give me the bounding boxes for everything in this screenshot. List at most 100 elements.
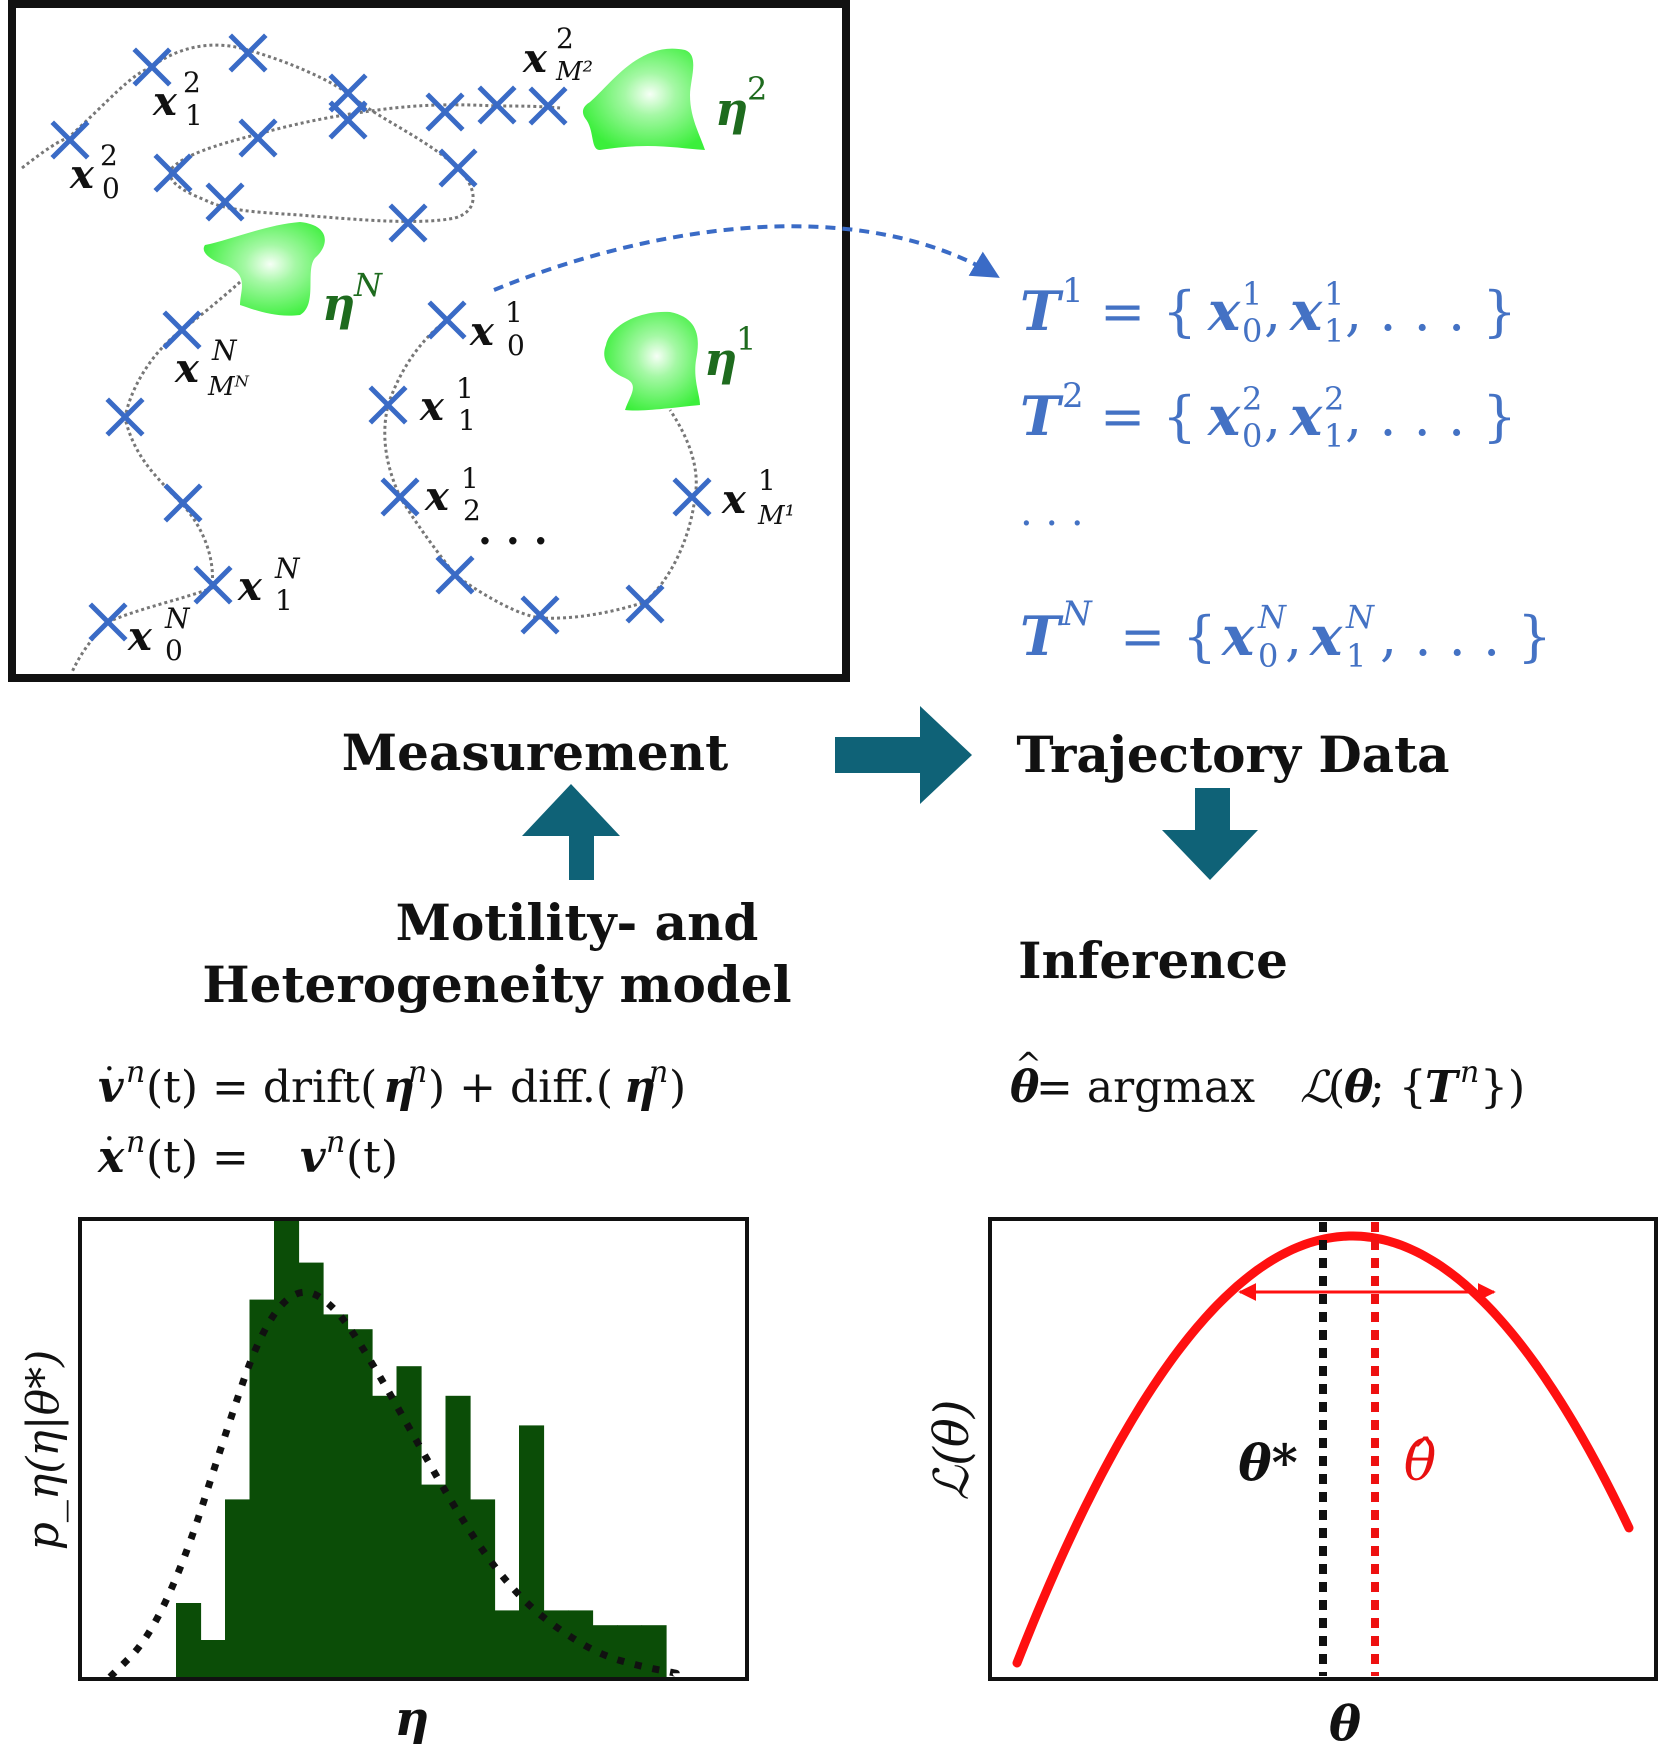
equation-argmax: θ ^ = argmax ℒ ( θ ; { T n }) <box>1010 1045 1525 1113</box>
density-curve <box>107 1288 677 1680</box>
cross-marker-icon <box>625 584 665 624</box>
histogram-bar <box>274 1218 300 1677</box>
cross-marker-icon <box>477 85 517 125</box>
traj-x0-sup: 1 <box>1242 275 1262 313</box>
histogram-bar <box>225 1499 251 1677</box>
eq-x-dot: · <box>104 1119 115 1159</box>
trajectory-T1: T 1 = { x 1 0 , x 1 1 , . . . } <box>1020 271 1517 350</box>
equation-position: x · n (t) = v n (t) <box>97 1119 398 1183</box>
histogram-ylabel: p_η(η|θ*) <box>18 1350 69 1551</box>
cross-marker-icon <box>50 120 90 160</box>
label-measurement: Measurement <box>342 723 728 782</box>
histogram-bar <box>372 1395 398 1677</box>
cross-marker-icon <box>380 477 420 517</box>
point-label-xN-0: x N 0 <box>127 602 191 667</box>
traj-tail: , . . . } <box>1345 385 1517 448</box>
label-var: x <box>152 78 178 125</box>
eq-eta-2-sup: n <box>649 1055 668 1090</box>
theta-hat-label: θ̂ <box>1404 1430 1437 1493</box>
traj-x1-sup: 1 <box>1324 275 1344 313</box>
traj-sup: 2 <box>1062 376 1084 416</box>
cross-marker-icon <box>162 310 202 350</box>
label-sup: N <box>274 552 301 585</box>
block-arrow-icon <box>1162 788 1258 880</box>
cell-label-eta1: η 1 <box>704 320 756 386</box>
cross-marker-icon <box>427 300 467 340</box>
label-sup: 2 <box>556 22 574 55</box>
eq-rest1: = argmax <box>1036 1062 1255 1113</box>
traj-sup: 1 <box>1062 271 1084 311</box>
cross-marker-icon <box>88 602 128 642</box>
label-model-line1: Motility- and <box>396 893 759 952</box>
label-sub: Mᴺ <box>207 372 250 402</box>
label-sub: 2 <box>463 494 481 527</box>
green-cell-blob-icon <box>203 222 325 316</box>
cross-marker-icon <box>425 92 465 132</box>
cross-marker-icon <box>328 73 368 113</box>
cross-marker-icon <box>388 203 428 243</box>
histogram-bar <box>494 1610 520 1677</box>
histogram-frame <box>78 1217 749 1681</box>
label-sub: 1 <box>458 404 476 437</box>
point-label-x1-M: x 1 M¹ <box>721 464 795 531</box>
cross-marker-icon <box>528 86 568 126</box>
cross-marker-icon <box>205 182 245 222</box>
cross-marker-icon <box>228 33 268 73</box>
histogram-bar <box>298 1262 324 1677</box>
eq-x-sup: n <box>126 1125 145 1160</box>
cross-marker-icon <box>193 565 233 605</box>
eq-T: T <box>1425 1062 1461 1113</box>
cross-marker-icon <box>672 477 712 517</box>
cross-marker-icon <box>132 47 172 87</box>
label-sup: 1 <box>505 296 523 329</box>
label-inference: Inference <box>1018 931 1288 990</box>
traj-tail: , . . . } <box>1345 280 1517 343</box>
eq-v: v <box>300 1132 326 1183</box>
cross-markers <box>50 33 712 642</box>
trajectory-ellipsis: . . . <box>1020 489 1084 535</box>
histogram-bar <box>396 1366 422 1677</box>
equation-velocity: v · n (t) = drift( η n ) + diff.( η n ) <box>98 1049 686 1113</box>
traj-eq: = { <box>1100 280 1197 343</box>
likelihood-curve <box>1012 1231 1634 1668</box>
traj-x1: x <box>1289 279 1323 343</box>
label-sup: 2 <box>183 66 201 99</box>
traj-eq: = { <box>1100 385 1197 448</box>
eq-theta: θ <box>1344 1062 1374 1113</box>
label-var: x <box>237 563 263 610</box>
likelihood-frame <box>988 1217 1658 1681</box>
cross-marker-icon <box>163 483 203 523</box>
histogram-bar <box>470 1499 496 1677</box>
traj-tail: , . . . } <box>1380 605 1552 668</box>
traj-x0: x <box>1221 604 1255 668</box>
histogram-bar <box>176 1603 202 1677</box>
label-sub: M² <box>555 57 593 87</box>
histogram-bar <box>519 1425 545 1677</box>
trajectory-T2: T 2 = { x 2 0 , x 2 1 , . . . } <box>1020 376 1517 455</box>
histogram-bar <box>445 1395 471 1677</box>
histogram-bar <box>421 1484 447 1677</box>
eq-eta: η <box>383 1062 415 1113</box>
likelihood-chart: θ* θ̂ θ ℒ(θ) <box>924 1217 1658 1749</box>
label-var: x <box>69 151 95 198</box>
label-sup: N <box>164 602 191 635</box>
cross-marker-icon <box>438 148 478 188</box>
label-sup: N <box>353 266 383 304</box>
label-var: x <box>469 308 495 355</box>
point-label-x2-M: x 2 M² <box>522 22 593 87</box>
traj-x1-sup: 2 <box>1324 380 1344 418</box>
eq-x: x <box>97 1132 125 1183</box>
eq-rest1: (t) = <box>146 1132 249 1183</box>
label-var: x <box>522 35 548 82</box>
measurement-panel: x 2 1 x 2 0 x 2 M² η 2 η N η 1 x N Mᴺ <box>8 0 850 682</box>
label-var: x <box>127 613 153 660</box>
traj-x0-sup: N <box>1257 598 1287 636</box>
label-sup: 1 <box>456 372 474 405</box>
ellipsis-dots: · · · <box>478 518 548 565</box>
traj-x0: x <box>1207 279 1241 343</box>
cross-marker-icon <box>153 153 193 193</box>
trajectory-extraction-arrow <box>493 224 1000 292</box>
cross-marker-icon <box>105 397 145 437</box>
label-model-line2: Heterogeneity model <box>202 955 791 1014</box>
eq-theta-hat: θ <box>1010 1062 1040 1113</box>
